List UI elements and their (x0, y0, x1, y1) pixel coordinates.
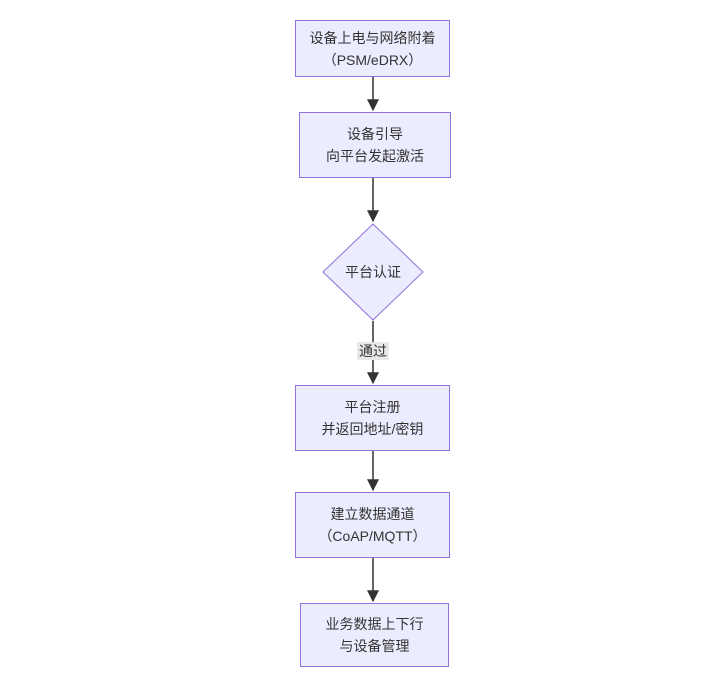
node-text-line: 设备上电与网络附着 (309, 29, 436, 46)
flow-node-data-channel: 建立数据通道 （CoAP/MQTT） (295, 492, 450, 558)
node-text-line: 平台认证 (345, 264, 401, 280)
node-text-line: 设备引导 (347, 126, 403, 142)
flow-node-bootstrap: 设备引导 向平台发起激活 (299, 112, 451, 178)
node-text-line: 建立数据通道 (330, 506, 415, 522)
flow-node-business-data: 业务数据上下行 与设备管理 (300, 603, 449, 667)
node-text-line: （PSM/eDRX） (322, 51, 423, 68)
node-text-line: 平台注册 (344, 399, 401, 415)
flow-node-power-attach: 设备上电与网络附着 （PSM/eDRX） (295, 20, 450, 77)
flow-node-platform-register: 平台注册 并返回地址/密钥 (295, 385, 450, 451)
node-text-line: 与设备管理 (339, 638, 410, 654)
decision-platform-auth: 平台认证 (322, 223, 424, 321)
node-text-line: （CoAP/MQTT） (318, 528, 427, 544)
node-text-line: 业务数据上下行 (325, 616, 424, 632)
edge-label-pass: 通过 (357, 342, 389, 360)
diamond-shape (322, 223, 424, 321)
node-text-line: 向平台发起激活 (326, 148, 424, 164)
node-text-line: 并返回地址/密钥 (321, 421, 424, 437)
